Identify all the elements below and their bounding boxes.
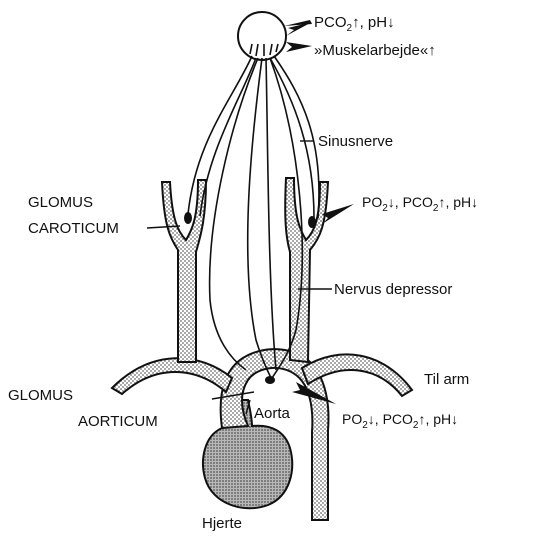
label-aorta: Aorta <box>254 405 291 422</box>
label-glomus-aorticum-1: GLOMUS <box>8 387 73 404</box>
label-carotid-chem: PO2↓, PCO2↑, pH↓ <box>362 194 478 214</box>
label-aortic-chem: PO2↓, PCO2↑, pH↓ <box>342 411 458 431</box>
label-glomus-caroticum-1: GLOMUS <box>28 194 93 211</box>
label-glomus-aorticum-2: AORTICUM <box>78 413 158 430</box>
label-hjerte: Hjerte <box>202 515 242 532</box>
label-brain-pco2: PCO2↑, pH↓ <box>314 14 395 34</box>
label-muskelarbejde: »Muskelarbejde«↑ <box>314 42 436 59</box>
label-glomus-caroticum-2: CAROTICUM <box>28 220 119 237</box>
carotid-arteries <box>162 178 328 362</box>
label-nervus-depressor: Nervus depressor <box>334 281 452 298</box>
brain-center <box>238 12 286 60</box>
label-sinusnerve: Sinusnerve <box>318 133 393 150</box>
label-til-arm: Til arm <box>424 371 469 388</box>
